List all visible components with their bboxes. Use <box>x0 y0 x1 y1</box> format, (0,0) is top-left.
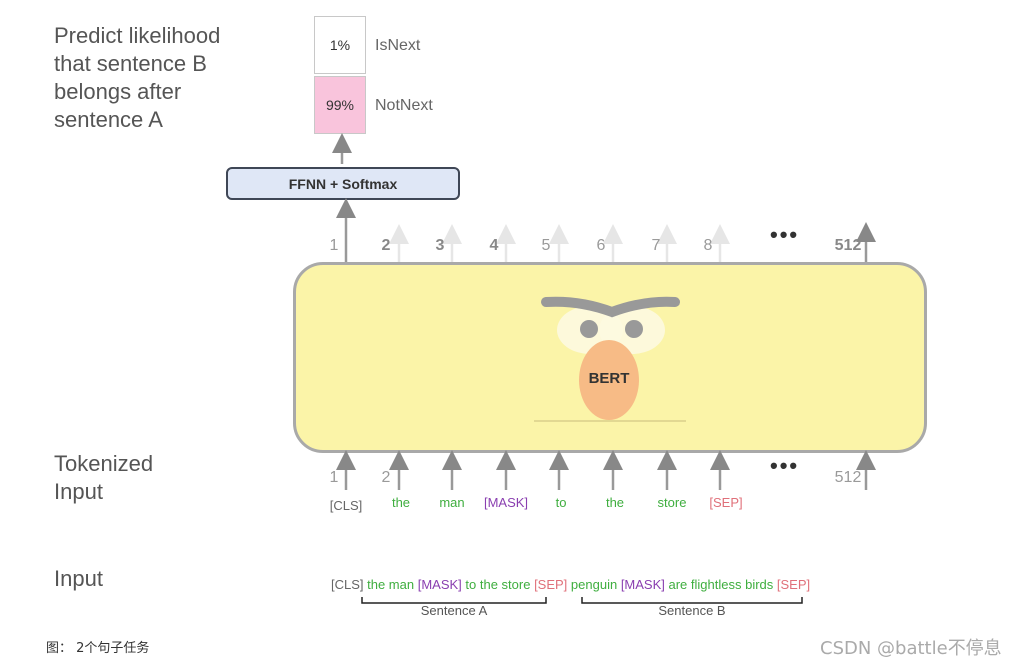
top-position-8: 8 <box>703 237 713 254</box>
top-position-2: 2 <box>381 237 391 254</box>
top-position-5: 5 <box>541 237 551 254</box>
input-mask-2: [MASK] <box>620 577 665 592</box>
input-label: Input <box>54 566 103 591</box>
tokenized-input-label: Tokenized Input <box>54 451 154 504</box>
bottom-position-1: 1 <box>329 469 339 486</box>
input-sentence-a-part2: to the store <box>461 577 535 592</box>
token-cls: [CLS] <box>329 498 363 513</box>
input-sentence-b-part2: are flightless birds <box>664 577 777 592</box>
input-sep-1: [SEP] <box>534 577 568 592</box>
figure-caption: 图： 2个句子任务 <box>46 641 150 656</box>
input-sequence: [CLS] the man [MASK] to the store [SEP] … <box>331 577 810 592</box>
top-position-7: 7 <box>651 237 661 254</box>
bottom-ellipsis: ••• <box>770 453 800 478</box>
input-sep-2: [SEP] <box>776 577 811 592</box>
token-store: store <box>657 495 687 510</box>
token-sep: [SEP] <box>709 495 743 510</box>
top-position-512: 512 <box>834 237 862 254</box>
ffnn-softmax-box: FFNN + Softmax <box>226 167 460 200</box>
sentence-b-label: Sentence B <box>658 603 726 618</box>
sentence-a-bracket <box>361 597 547 604</box>
top-position-3: 3 <box>435 237 445 254</box>
top-ellipsis: ••• <box>770 222 800 247</box>
token-the-2: the <box>605 495 625 510</box>
top-position-1: 1 <box>329 237 339 254</box>
top-output-arrows <box>389 224 730 262</box>
input-sentence-b-part1: penguin <box>567 577 621 592</box>
sentence-b-bracket <box>581 597 803 604</box>
bottom-input-arrows <box>336 450 876 490</box>
predict-likelihood-label: Predict likelihood that sentence B belon… <box>54 23 221 132</box>
input-sentence-a-part1: the man <box>363 577 418 592</box>
bert-face-icon <box>534 296 686 422</box>
notnext-label: NotNext <box>375 97 433 114</box>
token-to: to <box>555 495 567 510</box>
sentence-a-label: Sentence A <box>420 603 488 618</box>
isnext-label: IsNext <box>375 37 421 54</box>
top-position-6: 6 <box>596 237 606 254</box>
isnext-prob-box: 1% <box>314 16 366 74</box>
top-position-4: 4 <box>489 237 499 254</box>
bottom-position-2: 2 <box>381 469 391 486</box>
token-man: man <box>439 495 465 510</box>
bert-label: BERT <box>588 370 630 387</box>
bottom-position-512: 512 <box>834 469 862 486</box>
input-cls: [CLS] <box>331 577 364 592</box>
input-mask-1: [MASK] <box>417 577 462 592</box>
csdn-watermark: CSDN @battle不停息 <box>820 638 1002 659</box>
token-mask: [MASK] <box>483 495 529 510</box>
token-the-1: the <box>391 495 411 510</box>
